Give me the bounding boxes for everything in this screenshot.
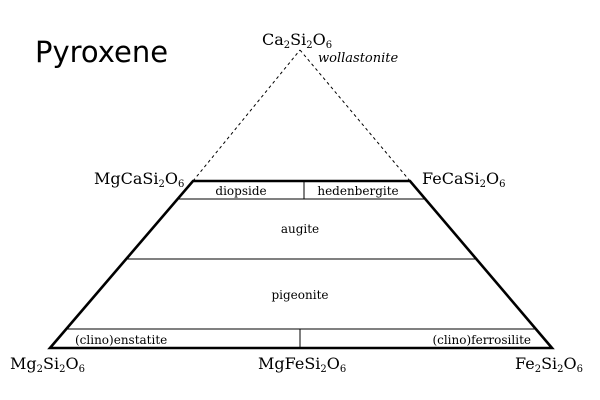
region-hedenbergite: hedenbergite bbox=[317, 184, 398, 198]
diagram-title: Pyroxene bbox=[35, 35, 168, 69]
corner-mg2si2o6: Mg2Si2O6 bbox=[10, 354, 85, 375]
midpoint-mgfesi2o6: MgFeSi2O6 bbox=[258, 354, 346, 375]
quadrilateral-outline bbox=[47, 179, 555, 350]
region-augite: augite bbox=[281, 222, 319, 236]
corner-fe2si2o6: Fe2Si2O6 bbox=[515, 354, 583, 375]
region-clinoenstatite: (clino)enstatite bbox=[75, 333, 167, 347]
wollastonite-label: wollastonite bbox=[318, 51, 398, 66]
dashed-edge-right bbox=[299, 49, 411, 182]
corner-fecasi2o6: FeCaSi2O6 bbox=[422, 169, 505, 190]
region-pigeonite: pigeonite bbox=[271, 288, 328, 302]
region-diopside: diopside bbox=[215, 184, 266, 198]
apex-formula: Ca2Si2O6 bbox=[262, 30, 332, 51]
region-clinoferrosilite: (clino)ferrosilite bbox=[432, 333, 531, 347]
corner-mgcasi2o6: MgCaSi2O6 bbox=[94, 169, 184, 190]
dashed-edge-left bbox=[192, 49, 301, 182]
